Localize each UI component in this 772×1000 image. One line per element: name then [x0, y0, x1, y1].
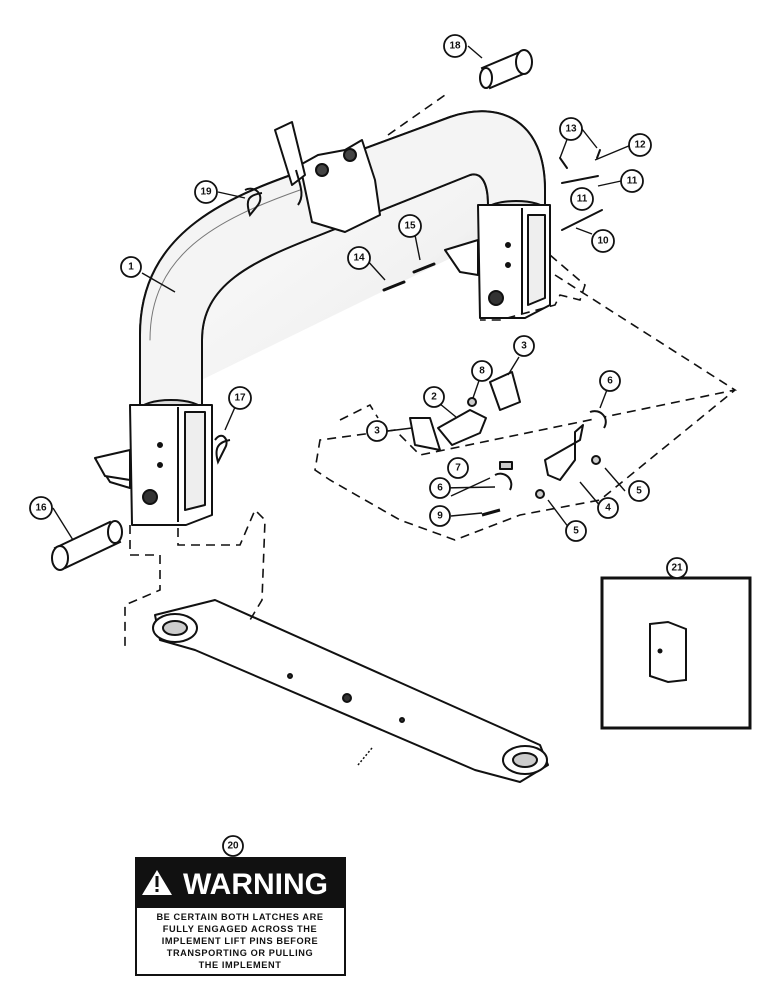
callout-1: 1 [120, 256, 142, 278]
svg-text:13: 13 [565, 124, 577, 135]
warning-line-4: TRANSPORTING OR PULLING [167, 948, 314, 958]
callout-12: 12 [628, 133, 652, 157]
warning-line-2: FULLY ENGAGED ACROSS THE [163, 924, 317, 934]
callout-6b: 6 [429, 477, 451, 499]
warning-title: WARNING [183, 868, 328, 901]
svg-text:4: 4 [605, 503, 611, 514]
center-bracket [274, 121, 381, 233]
warning-line-5: THE IMPLEMENT [199, 960, 282, 970]
callout-13: 13 [559, 117, 583, 141]
svg-text:20: 20 [227, 841, 239, 852]
callout-10: 10 [591, 229, 615, 253]
rods [559, 149, 603, 231]
svg-text:12: 12 [634, 140, 646, 151]
callout-9: 9 [429, 505, 451, 527]
callout-5b: 5 [628, 480, 650, 502]
callout-11a: 11 [620, 169, 644, 193]
callout-8: 8 [471, 360, 493, 382]
svg-text:5: 5 [636, 486, 642, 497]
callout-20: 20 [222, 835, 244, 857]
dashed-outlines [124, 94, 738, 650]
left-latch-block [94, 404, 213, 526]
callout-2: 2 [423, 386, 445, 408]
svg-text:16: 16 [35, 503, 47, 514]
callout-6a: 6 [599, 370, 621, 392]
svg-text:17: 17 [234, 393, 246, 404]
callout-18: 18 [443, 34, 467, 58]
svg-text:9: 9 [437, 511, 443, 522]
warning-decal: WARNING BE CERTAIN BOTH LATCHES ARE FULL… [135, 857, 346, 976]
callout-15: 15 [398, 214, 422, 238]
svg-text:5: 5 [573, 526, 579, 537]
lower-link [152, 599, 549, 783]
callout-21: 21 [666, 557, 688, 579]
inset-box-21 [600, 576, 752, 730]
callout-11b: 11 [570, 187, 594, 211]
callout-14: 14 [347, 246, 371, 270]
warning-line-3: IMPLEMENT LIFT PINS BEFORE [162, 936, 318, 946]
roll-pins [382, 262, 436, 292]
svg-text:6: 6 [607, 376, 613, 387]
callout-5a: 5 [565, 520, 587, 542]
callout-17: 17 [228, 386, 252, 410]
svg-text:14: 14 [353, 253, 365, 264]
callout-16: 16 [29, 496, 53, 520]
svg-text:3: 3 [374, 426, 380, 437]
latch-parts [409, 371, 607, 517]
svg-text:3: 3 [521, 341, 527, 352]
right-latch-block [444, 204, 551, 319]
svg-text:15: 15 [404, 221, 416, 232]
callout-19: 19 [194, 180, 218, 204]
warning-triangle-icon [142, 870, 172, 895]
svg-text:10: 10 [597, 236, 609, 247]
clip-17 [214, 434, 231, 465]
svg-text:11: 11 [627, 176, 638, 187]
callout-3b: 3 [513, 335, 535, 357]
callout-4: 4 [597, 497, 619, 519]
svg-text:19: 19 [200, 187, 212, 198]
svg-text:1: 1 [128, 262, 134, 273]
callout-7: 7 [447, 457, 469, 479]
svg-text:7: 7 [455, 463, 461, 474]
warning-line-1: BE CERTAIN BOTH LATCHES ARE [156, 912, 323, 922]
svg-text:21: 21 [671, 563, 683, 574]
svg-text:11: 11 [577, 194, 588, 205]
clip-19 [244, 187, 263, 218]
callouts: 1 2 3 3 4 5 5 6 6 7 8 9 10 11 11 12 13 1… [29, 34, 688, 857]
pin-18 [479, 49, 533, 90]
pin-16 [51, 520, 123, 571]
svg-text:6: 6 [437, 483, 443, 494]
callout-3a: 3 [366, 420, 388, 442]
svg-text:2: 2 [431, 392, 437, 403]
svg-text:18: 18 [449, 41, 461, 52]
warning-header [136, 858, 345, 908]
svg-text:8: 8 [479, 366, 485, 377]
